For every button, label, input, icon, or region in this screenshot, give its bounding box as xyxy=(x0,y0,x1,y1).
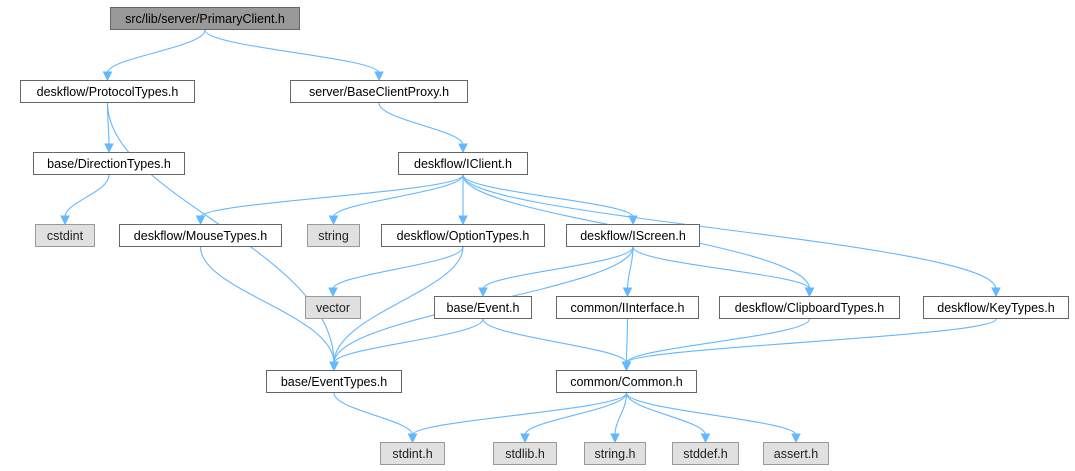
edge-arrowhead xyxy=(622,287,633,298)
edge-arrowhead xyxy=(407,433,418,444)
dependency-edge xyxy=(332,174,464,218)
node-primary-client[interactable]: src/lib/server/PrimaryClient.h xyxy=(110,7,300,30)
dependency-edge xyxy=(625,392,797,436)
node-common[interactable]: common/Common.h xyxy=(556,370,697,393)
dependency-edge xyxy=(199,174,464,218)
edge-arrowhead xyxy=(195,215,206,226)
edge-arrowhead xyxy=(60,215,70,226)
node-mouse-types[interactable]: deskflow/MouseTypes.h xyxy=(119,224,282,247)
dependency-edge xyxy=(614,392,628,436)
node-option-types[interactable]: deskflow/OptionTypes.h xyxy=(381,224,545,247)
edge-arrowhead xyxy=(458,215,468,226)
dependency-edge xyxy=(482,318,628,364)
dependency-edge xyxy=(64,174,110,218)
dependency-edge xyxy=(482,246,634,290)
edge-arrowhead xyxy=(520,433,530,444)
edge-arrowhead xyxy=(700,433,711,444)
node-vector[interactable]: vector xyxy=(305,296,361,319)
edge-arrowhead xyxy=(991,287,1001,298)
dependency-edge xyxy=(106,29,206,74)
dependency-edge xyxy=(411,392,628,436)
dependency-edge xyxy=(632,246,811,290)
dependency-edge xyxy=(332,246,464,290)
edge-arrowhead xyxy=(610,433,620,444)
edge-arrowhead xyxy=(458,143,468,154)
dependency-edge xyxy=(333,318,484,364)
dependency-edge xyxy=(625,318,811,364)
edge-arrowhead xyxy=(478,287,488,298)
node-iclient[interactable]: deskflow/IClient.h xyxy=(398,152,528,175)
edge-arrowhead xyxy=(374,71,384,82)
edge-arrowhead xyxy=(791,433,801,444)
node-stdlib[interactable]: stdlib.h xyxy=(493,442,557,465)
node-string-h[interactable]: string.h xyxy=(584,442,646,465)
dependency-edge xyxy=(625,318,629,364)
node-key-types[interactable]: deskflow/KeyTypes.h xyxy=(923,296,1069,319)
node-base-event[interactable]: base/Event.h xyxy=(434,296,532,319)
node-clipboard-types[interactable]: deskflow/ClipboardTypes.h xyxy=(719,296,900,319)
node-protocol-types[interactable]: deskflow/ProtocolTypes.h xyxy=(20,80,195,103)
node-stdint[interactable]: stdint.h xyxy=(380,442,445,465)
edge-arrowhead xyxy=(804,287,815,298)
node-iinterface[interactable]: common/IInterface.h xyxy=(556,296,699,319)
node-event-types[interactable]: base/EventTypes.h xyxy=(266,370,402,393)
edge-arrowhead xyxy=(621,361,632,372)
node-direction-types[interactable]: base/DirectionTypes.h xyxy=(33,152,185,175)
dependency-edge xyxy=(462,174,997,290)
dependency-edge xyxy=(462,174,634,218)
edge-arrowhead xyxy=(104,143,114,154)
node-base-client-proxy[interactable]: server/BaseClientProxy.h xyxy=(290,80,468,103)
edge-arrowhead xyxy=(328,287,338,298)
edge-arrowhead xyxy=(102,71,113,82)
dependency-edge xyxy=(333,246,464,364)
edge-arrowhead xyxy=(328,215,339,226)
dependency-edge xyxy=(333,392,414,436)
dependency-edge xyxy=(524,392,628,436)
node-stddef[interactable]: stddef.h xyxy=(672,442,739,465)
dependency-edge xyxy=(378,102,464,146)
dependency-edge xyxy=(626,246,634,290)
node-cstdint[interactable]: cstdint xyxy=(35,224,95,247)
dependency-edge xyxy=(625,392,707,436)
node-iscreen[interactable]: deskflow/IScreen.h xyxy=(566,224,700,247)
node-string[interactable]: string xyxy=(307,224,360,247)
edge-arrowhead xyxy=(329,361,339,372)
dependency-edge xyxy=(199,246,335,364)
node-assert[interactable]: assert.h xyxy=(763,442,829,465)
dependency-edge xyxy=(625,318,997,364)
dependency-edge xyxy=(204,29,380,74)
